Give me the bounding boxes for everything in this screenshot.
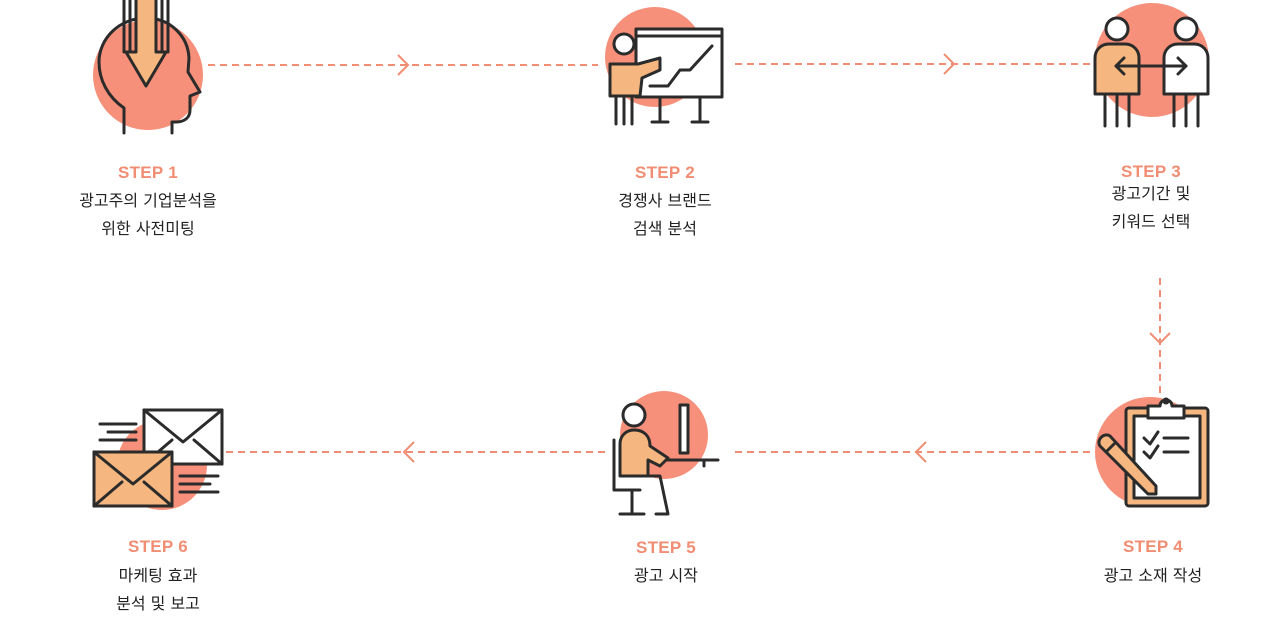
connector-step2-step3 <box>735 53 1090 75</box>
step-4-description: 광고 소재 작성 <box>1023 562 1280 590</box>
step-6-title: STEP 6 <box>127 537 189 556</box>
step-2-line-1: 경쟁사 브랜드 <box>618 191 712 210</box>
connector-step1-step2 <box>208 54 598 76</box>
step-5-description: 광고 시작 <box>536 562 796 590</box>
step-5-title: STEP 5 <box>635 538 697 557</box>
step-1-line-1: 광고주의 기업분석을 <box>79 191 217 210</box>
step-3-line-1: 광고기간 및 <box>1111 184 1191 203</box>
step-3-description: 광고기간 및 키워드 선택 <box>1021 180 1280 236</box>
step-1-title: STEP 1 <box>117 163 179 182</box>
presentation-board-icon <box>605 7 724 126</box>
person-at-computer-icon <box>612 391 720 516</box>
step-1-line-2: 위한 사전미팅 <box>101 219 195 238</box>
step-2-line-2: 검색 분석 <box>633 219 697 238</box>
clipboard-pen-icon <box>1095 397 1210 508</box>
step-3-title: STEP 3 <box>1120 162 1182 181</box>
step-2-title: STEP 2 <box>634 163 696 182</box>
step-6-line-1: 마케팅 효과 <box>118 566 198 585</box>
step-1-description: 광고주의 기업분석을 위한 사전미팅 <box>18 187 278 243</box>
step-6-description: 마케팅 효과 분석 및 보고 <box>28 562 288 618</box>
step-4-title: STEP 4 <box>1122 537 1184 556</box>
two-people-exchange-icon <box>1093 3 1210 128</box>
head-download-icon <box>93 0 203 135</box>
connector-step3-step4 <box>1149 278 1171 398</box>
step-5-line-1: 광고 시작 <box>634 566 698 585</box>
arrow-right-icon <box>397 54 410 76</box>
arrow-left-icon <box>914 441 927 463</box>
step-2-description: 경쟁사 브랜드 검색 분석 <box>535 187 795 243</box>
connector-step5-step6 <box>226 441 608 463</box>
envelopes-icon <box>92 408 224 510</box>
arrow-right-icon <box>943 53 956 75</box>
connector-step4-step5 <box>735 441 1095 463</box>
arrow-down-icon <box>1149 332 1171 345</box>
step-3-line-2: 키워드 선택 <box>1111 212 1191 231</box>
step-6-line-2: 분석 및 보고 <box>116 594 200 613</box>
arrow-left-icon <box>402 441 415 463</box>
step-4-line-1: 광고 소재 작성 <box>1103 566 1203 585</box>
